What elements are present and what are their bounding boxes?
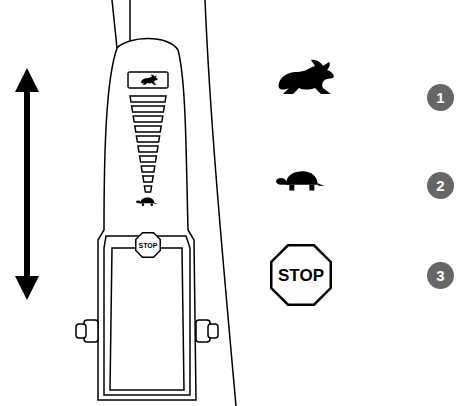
stop-sign: STOP <box>270 244 332 306</box>
stop-text: STOP <box>278 267 324 284</box>
motion-arrow <box>24 80 30 288</box>
callout-number: 2 <box>427 172 454 199</box>
callout-number: 1 <box>427 84 454 111</box>
stop-text: STOP <box>139 242 158 249</box>
stop-sign: STOP <box>135 232 161 258</box>
callout-number: 3 <box>427 262 454 289</box>
